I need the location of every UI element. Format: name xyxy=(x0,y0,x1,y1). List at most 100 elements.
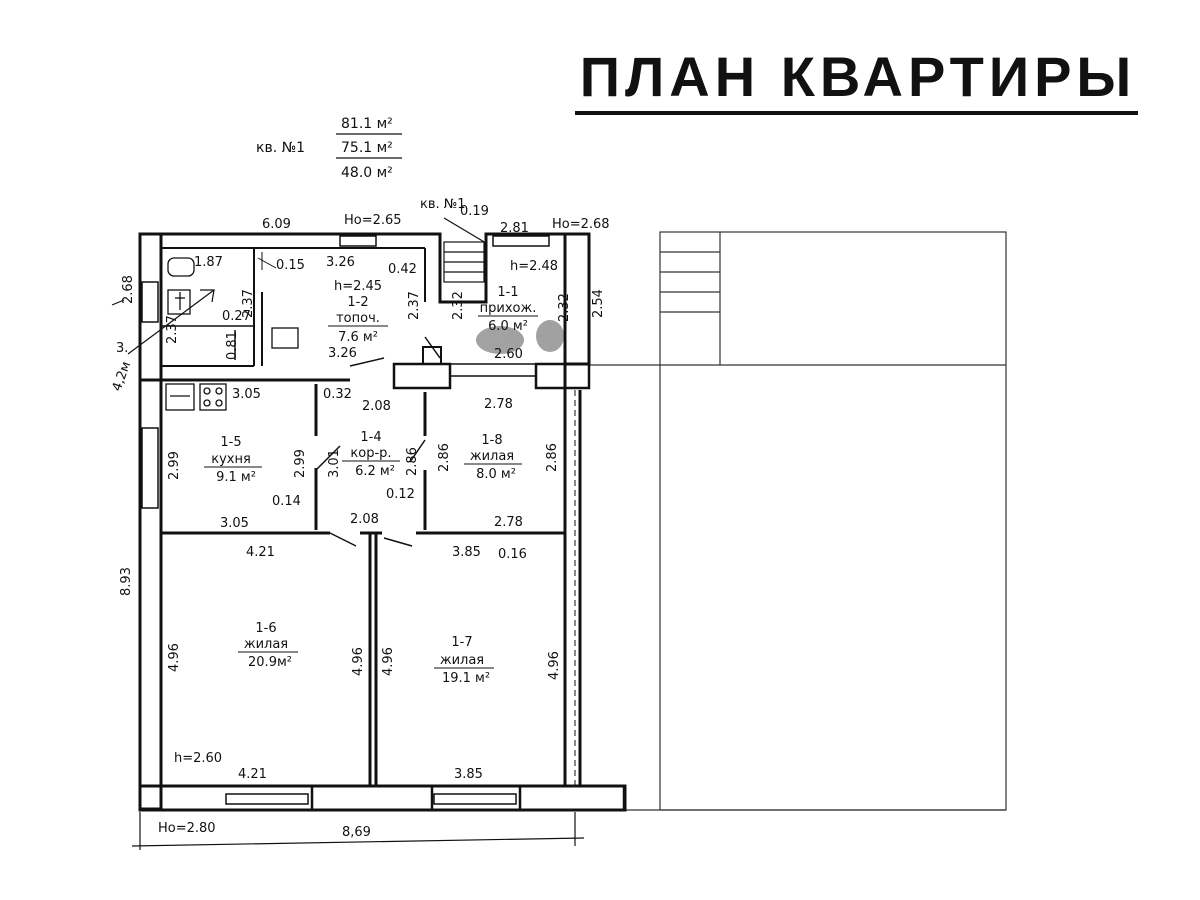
dim-label: 0.42 xyxy=(388,262,417,277)
room-number: 1-6 xyxy=(255,621,276,636)
room-name: жилая xyxy=(470,449,514,464)
room-number: 1-5 xyxy=(220,435,241,450)
room-1-2: 1-2 топоч. 7.6 м² xyxy=(328,295,388,345)
summary-apartment-label: кв. №1 xyxy=(256,140,305,156)
room-1-7: 1-7 жилая 19.1 м² xyxy=(434,635,494,686)
room-name: жилая xyxy=(440,653,484,668)
dim-label: 4.96 xyxy=(547,651,562,680)
dim-label: 4.21 xyxy=(238,767,267,782)
stairs xyxy=(443,217,487,283)
dim-label: 0.19 xyxy=(460,204,489,219)
ink-smudge xyxy=(476,320,564,354)
dim-label: 1.87 xyxy=(194,255,223,270)
room-number: 1-8 xyxy=(481,433,502,448)
height-ho-top-right: Но=2.68 xyxy=(552,217,610,232)
sink-icon xyxy=(165,383,195,411)
boiler-icon xyxy=(271,327,299,349)
room-area: 19.1 м² xyxy=(442,671,490,686)
area-summary: кв. №1 81.1 м² 75.1 м² 48.0 м² xyxy=(256,116,402,181)
room-1-6: 1-6 жилая 20.9м² xyxy=(238,621,298,670)
dim-label: 3.01 xyxy=(327,449,342,478)
title-underline xyxy=(575,111,1138,115)
stair-apartment-label: кв. №1 xyxy=(420,197,466,212)
dim-label: 0.15 xyxy=(276,258,305,273)
interior-walls xyxy=(140,248,591,786)
dim-label: 2.54 xyxy=(591,289,606,318)
dim-label: 2.08 xyxy=(362,399,391,414)
dim-label: 3. xyxy=(116,341,128,356)
dim-label: 0.81 xyxy=(225,331,240,360)
summary-net-area: 75.1 м² xyxy=(341,140,393,156)
dim-label: 0.16 xyxy=(498,547,527,562)
room-area: 7.6 м² xyxy=(338,330,378,345)
dim-label: 2.37 xyxy=(407,291,422,320)
room-name: жилая xyxy=(244,637,288,652)
stove-icon xyxy=(199,383,227,411)
dim-label: 2.86 xyxy=(545,443,560,472)
room-area: 20.9м² xyxy=(248,655,292,670)
dim-label: 0.14 xyxy=(272,494,301,509)
room-1-4: 1-4 кор-р. 6.2 м² xyxy=(342,430,400,479)
adjacent-building xyxy=(590,231,1007,811)
page-title: ПЛАН КВАРТИРЫ xyxy=(579,45,1137,108)
dim-label: 2.37 xyxy=(165,315,180,344)
height-labels: Но=2.65 Но=2.68 Но=2.80 h=2.48 h=2.45 h=… xyxy=(158,197,610,836)
dim-label: 4.96 xyxy=(381,647,396,676)
dim-label: 4,2м xyxy=(110,360,135,394)
room-name: прихож. xyxy=(480,301,537,316)
dim-label: 3.26 xyxy=(326,255,355,270)
dim-label: 0.12 xyxy=(386,487,415,502)
dim-label: 2.99 xyxy=(167,451,182,480)
dim-label: 8.93 xyxy=(119,567,134,596)
room-area: 9.1 м² xyxy=(216,470,256,485)
summary-total-area: 81.1 м² xyxy=(341,116,393,132)
dim-label: 0.27 xyxy=(222,309,251,324)
room-number: 1-2 xyxy=(347,295,368,310)
dim-label: 2.86 xyxy=(437,443,452,472)
dim-label: 4.96 xyxy=(351,647,366,676)
dim-label: 0.32 xyxy=(323,387,352,402)
dim-label: 2.32 xyxy=(557,293,572,322)
dim-label: 2.32 xyxy=(451,291,466,320)
dim-label: 2.81 xyxy=(500,221,529,236)
room-number: 1-7 xyxy=(451,635,472,650)
height-living: h=2.60 xyxy=(174,751,222,766)
dim-label: 8,69 xyxy=(342,825,371,840)
dim-label: 2.86 xyxy=(405,447,420,476)
dim-label: 3.26 xyxy=(328,346,357,361)
room-name: кухня xyxy=(211,452,251,467)
summary-living-area: 48.0 м² xyxy=(341,165,393,181)
dimension-labels: 6.09 0.19 2.81 1.87 0.15 3.26 0.42 0.27 … xyxy=(116,204,529,840)
dim-label: 3.05 xyxy=(232,387,261,402)
dim-label: 3.85 xyxy=(452,545,481,560)
hand-annotation xyxy=(111,289,215,355)
room-name: топоч. xyxy=(336,311,380,326)
room-area: 8.0 м² xyxy=(476,467,516,482)
height-ho-top-left: Но=2.65 xyxy=(344,213,402,228)
dim-label: 2.68 xyxy=(121,275,136,304)
dim-label: 6.09 xyxy=(262,217,291,232)
washbasin-icon xyxy=(167,289,191,315)
windows xyxy=(141,235,626,812)
dim-label: 2.60 xyxy=(494,347,523,362)
room-area: 6.2 м² xyxy=(355,464,395,479)
toilet-icon xyxy=(167,257,195,277)
dim-label: 4.96 xyxy=(167,643,182,672)
dim-label: 2.78 xyxy=(494,515,523,530)
bottom-dimension-line xyxy=(131,812,585,850)
dim-label: 3.05 xyxy=(220,516,249,531)
height-boiler-room: h=2.45 xyxy=(334,279,382,294)
room-1-5: 1-5 кухня 9.1 м² xyxy=(204,435,262,485)
fixtures xyxy=(165,252,299,411)
height-hall: h=2.48 xyxy=(510,259,558,274)
room-number: 1-4 xyxy=(360,430,381,445)
room-number: 1-1 xyxy=(497,285,518,300)
dim-label: 2.99 xyxy=(293,449,308,478)
height-ho-bottom: Но=2.80 xyxy=(158,821,216,836)
dim-label: 2.78 xyxy=(484,397,513,412)
dim-label: 2.08 xyxy=(350,512,379,527)
room-area: 6.0 м² xyxy=(488,319,528,334)
dim-label: 3.85 xyxy=(454,767,483,782)
dim-label: 2.37 xyxy=(241,289,256,318)
